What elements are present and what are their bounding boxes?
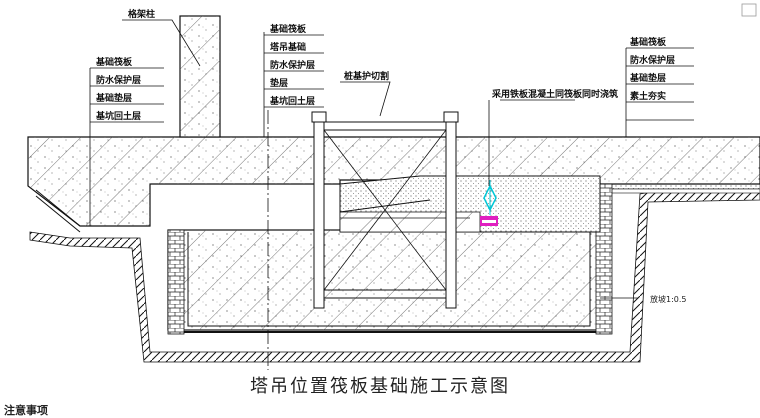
svg-text:基础筏板: 基础筏板 (95, 56, 133, 68)
crane-frame (311, 111, 459, 309)
crane-foundation (167, 229, 601, 333)
right-layers (599, 183, 760, 194)
svg-text:素土夯实: 素土夯实 (630, 90, 666, 102)
left-layer-stack: 基础筏板 防水保护层 基础垫层 基坑回土层 (90, 56, 164, 123)
right-layer-stack: 基础筏板 防水保护层 基础垫层 素土夯实 (626, 36, 694, 121)
leaders (89, 19, 638, 299)
lattice-column (179, 15, 221, 138)
corner-box (741, 3, 757, 17)
cut-column-label: 桩基护切割 (344, 70, 389, 82)
slope-label: 放坡1:0.5 (648, 291, 690, 305)
raft-slab (27, 136, 760, 233)
pour-zone (339, 175, 601, 233)
svg-text:防水保护层: 防水保护层 (270, 59, 315, 71)
svg-text:桩基护切割: 桩基护切割 (344, 70, 389, 82)
svg-text:采用铁板混凝土同筏板同时浇筑: 采用铁板混凝土同筏板同时浇筑 (491, 88, 618, 100)
mid-layer-stack: 基础筏板 塔吊基础 防水保护层 垫层 基坑回土层 (264, 23, 324, 108)
note-heading: 注意事项 (4, 403, 48, 417)
pour-marker (480, 180, 498, 226)
pour-note-label: 采用铁板混凝土同筏板同时浇筑 (491, 88, 618, 100)
svg-text:基坑回土层: 基坑回土层 (269, 95, 315, 107)
svg-text:基础筏板: 基础筏板 (629, 36, 667, 48)
svg-text:防水保护层: 防水保护层 (630, 54, 675, 66)
svg-text:放坡1:0.5: 放坡1:0.5 (650, 294, 687, 304)
svg-text:格架柱: 格架柱 (128, 8, 155, 20)
diagram-caption: 塔吊位置筏板基础施工示意图 (250, 376, 510, 397)
svg-text:基础筏板: 基础筏板 (269, 23, 307, 35)
svg-text:基础垫层: 基础垫层 (95, 92, 132, 104)
svg-text:防水保护层: 防水保护层 (96, 74, 141, 86)
svg-text:垫层: 垫层 (270, 77, 288, 89)
left-brick-wall (167, 229, 185, 335)
soil-hatching (29, 191, 760, 363)
svg-text:塔吊基础: 塔吊基础 (270, 41, 306, 53)
svg-text:基础垫层: 基础垫层 (629, 72, 666, 84)
tower-column-label: 格架柱 (128, 8, 155, 20)
svg-text:基坑回土层: 基坑回土层 (95, 110, 141, 122)
